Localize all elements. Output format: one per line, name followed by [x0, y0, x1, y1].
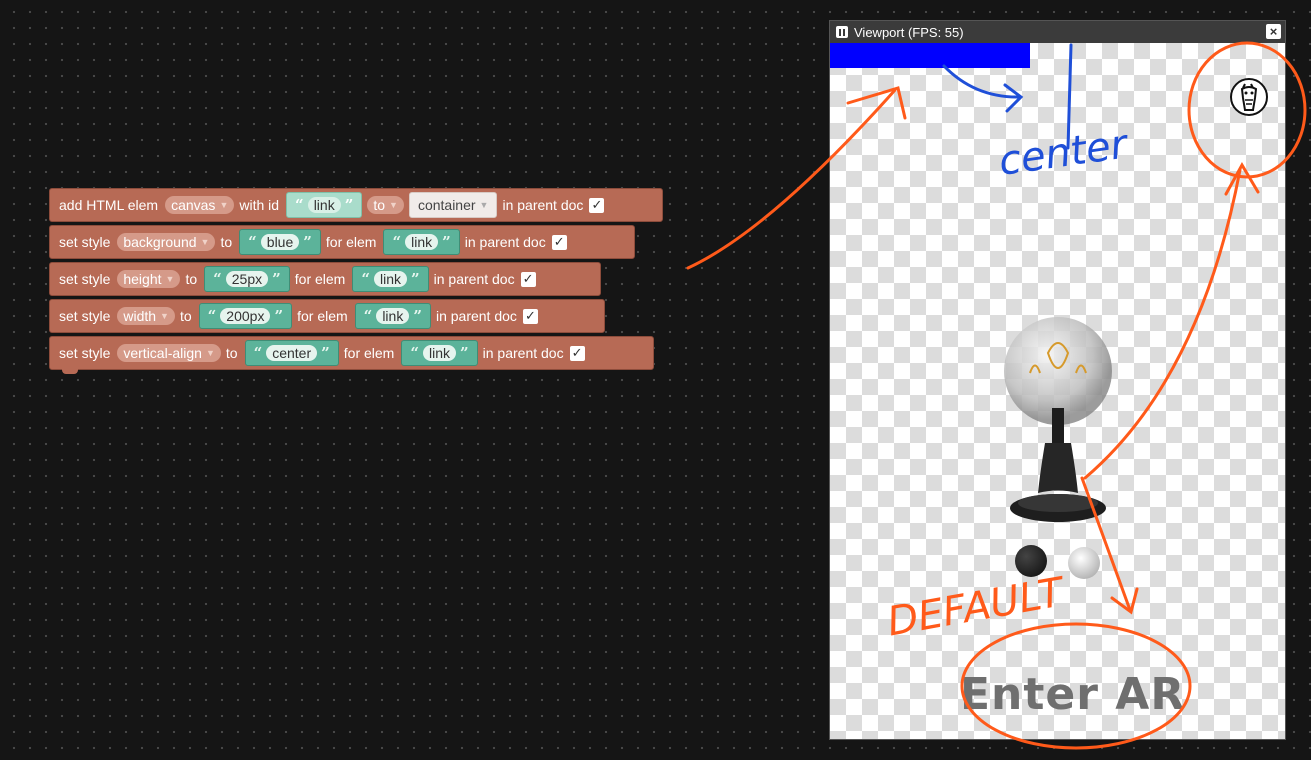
block-label: for elem [325, 234, 377, 250]
id-string-block[interactable]: “link” [286, 192, 363, 218]
string-value[interactable]: link [307, 197, 341, 213]
block-label: set style [59, 234, 111, 250]
value-string-block[interactable]: “200px” [198, 303, 293, 329]
string-value[interactable]: link [405, 234, 439, 250]
elem-string-block[interactable]: “link” [383, 229, 460, 255]
string-value[interactable]: 200px [220, 308, 271, 324]
string-value[interactable]: center [266, 345, 318, 361]
block-label: to [220, 234, 233, 250]
viewport-canvas[interactable]: Enter AR [830, 43, 1285, 739]
block-label: set style [59, 308, 111, 324]
elem-string-block[interactable]: “link” [401, 340, 478, 366]
block-label: in parent doc [482, 345, 564, 361]
value-string-block[interactable]: “25px” [204, 266, 290, 292]
set-style-block[interactable]: set style height▼ to “25px” for elem “li… [49, 262, 601, 296]
open-quote-icon: “ [207, 307, 217, 325]
block-label: to [179, 308, 192, 324]
value-string-block[interactable]: “blue” [239, 229, 321, 255]
add-html-elem-block[interactable]: add HTML elem canvas▼ with id “link” to▼… [49, 188, 663, 222]
check-icon[interactable]: ✓ [520, 271, 536, 287]
open-quote-icon: “ [363, 307, 373, 325]
viewport-panel: Viewport (FPS: 55) × [829, 20, 1286, 740]
check-icon[interactable]: ✓ [522, 308, 538, 324]
link-canvas-element [830, 43, 1030, 68]
block-label: to [185, 271, 198, 287]
set-style-block[interactable]: set style background▼ to “blue” for elem… [49, 225, 635, 259]
close-quote-icon: ” [303, 233, 312, 251]
open-quote-icon: “ [361, 270, 370, 288]
dropdown-arrow-icon: ▼ [165, 274, 175, 284]
block-label: in parent doc [502, 197, 584, 213]
open-quote-icon: “ [295, 196, 304, 214]
close-quote-icon: ” [272, 270, 281, 288]
close-quote-icon: ” [344, 196, 354, 214]
block-bottom-notch [62, 369, 78, 374]
check-icon[interactable]: ✓ [569, 345, 585, 361]
close-icon[interactable]: × [1266, 24, 1281, 39]
style-property-dropdown[interactable]: height▼ [117, 270, 181, 288]
dropdown-arrow-icon: ▼ [205, 348, 215, 358]
close-quote-icon: ” [274, 307, 284, 325]
value-string-block[interactable]: “center” [244, 340, 339, 366]
block-label: with id [239, 197, 280, 213]
open-quote-icon: “ [248, 233, 257, 251]
enter-ar-button[interactable]: Enter AR [960, 669, 1186, 720]
close-quote-icon: ” [460, 344, 469, 362]
target-dropdown[interactable]: to▼ [367, 196, 404, 214]
block-label: in parent doc [433, 271, 515, 287]
style-property-dropdown[interactable]: vertical-align▼ [117, 344, 221, 362]
viewport-title: Viewport (FPS: 55) [854, 24, 964, 40]
block-label: for elem [297, 308, 348, 324]
open-quote-icon: “ [410, 344, 419, 362]
pause-icon[interactable] [836, 26, 848, 38]
elem-string-block[interactable]: “link” [352, 266, 429, 292]
dropdown-arrow-icon: ▼ [160, 311, 169, 321]
close-quote-icon: ” [442, 233, 451, 251]
block-label: for elem [343, 345, 395, 361]
elem-string-block[interactable]: “link” [354, 303, 431, 329]
open-quote-icon: “ [392, 233, 402, 251]
open-quote-icon: “ [213, 270, 222, 288]
element-type-dropdown[interactable]: canvas▼ [165, 196, 235, 214]
check-icon[interactable]: ✓ [589, 197, 605, 213]
string-value[interactable]: blue [260, 234, 300, 250]
black-color-swatch[interactable] [1015, 545, 1047, 577]
dropdown-arrow-icon: ▼ [219, 200, 229, 210]
string-value[interactable]: 25px [225, 271, 269, 287]
parent-field[interactable]: container▼ [408, 192, 498, 218]
dropdown-arrow-icon: ▼ [200, 237, 210, 247]
set-style-block[interactable]: set style vertical-align▼ to “center” fo… [49, 336, 654, 370]
string-value[interactable]: link [422, 345, 456, 361]
giraffe-glyph [1240, 83, 1258, 111]
dropdown-arrow-icon: ▼ [479, 200, 489, 210]
lamp-model [1004, 317, 1112, 522]
style-property-dropdown[interactable]: width▼ [117, 307, 175, 325]
block-label: set style [59, 271, 111, 287]
block-label: in parent doc [435, 308, 517, 324]
block-label: add HTML elem [59, 197, 159, 213]
open-quote-icon: “ [253, 344, 263, 362]
close-quote-icon: ” [321, 344, 330, 362]
block-label: to [225, 345, 238, 361]
style-property-dropdown[interactable]: background▼ [117, 233, 216, 251]
close-quote-icon: ” [413, 307, 422, 325]
viewport-titlebar[interactable]: Viewport (FPS: 55) [830, 21, 1285, 43]
check-icon[interactable]: ✓ [551, 234, 567, 250]
set-style-block[interactable]: set style width▼ to “200px” for elem “li… [49, 299, 605, 333]
block-label: in parent doc [464, 234, 546, 250]
string-value[interactable]: link [373, 271, 407, 287]
dropdown-arrow-icon: ▼ [389, 200, 398, 210]
block-label: set style [59, 345, 111, 361]
white-color-swatch[interactable] [1068, 547, 1100, 579]
string-value[interactable]: link [376, 308, 410, 324]
block-label: for elem [294, 271, 346, 287]
close-quote-icon: ” [411, 270, 420, 288]
giraffe-logo-icon[interactable] [1230, 78, 1268, 116]
